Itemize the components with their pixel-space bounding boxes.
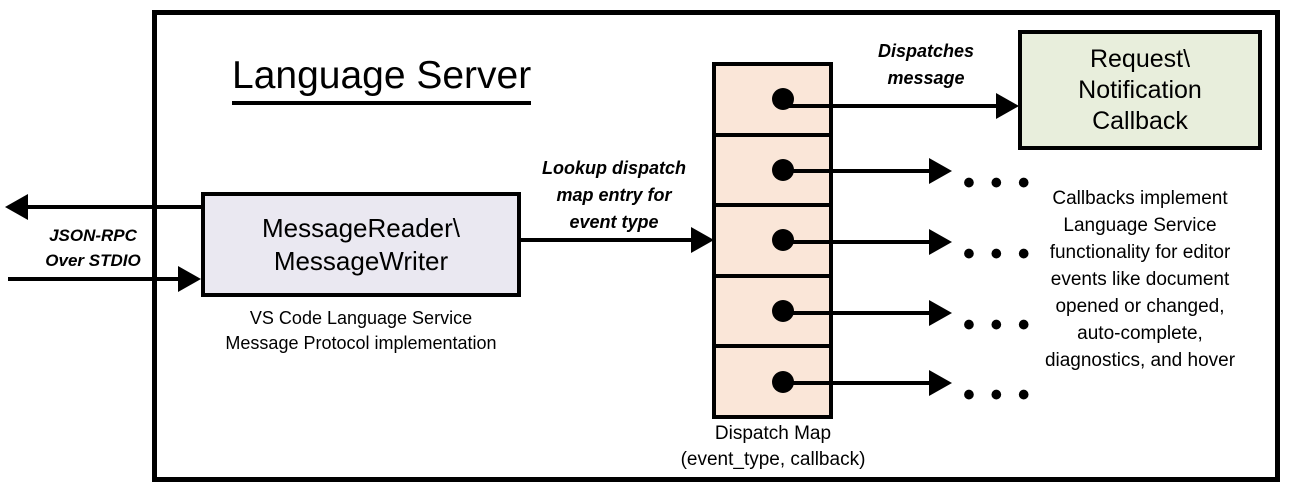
callback-line3: Callback: [1092, 106, 1188, 135]
inbound-arrowhead-icon: [178, 266, 201, 292]
transport-label-line2: Over STDIO: [45, 251, 141, 270]
outbound-line: [28, 205, 204, 209]
table-row[interactable]: [716, 207, 829, 278]
transport-label: JSON-RPC Over STDIO: [18, 223, 168, 273]
dispatch-map-caption: Dispatch Map (event_type, callback): [653, 421, 893, 473]
dispatch-row1-arrowhead-icon: [996, 93, 1019, 119]
dispatch-row3-line: [785, 240, 933, 244]
callback-caption-line: functionality for editor: [1049, 242, 1231, 263]
dispatch-entry-dot-icon: [772, 370, 794, 393]
dispatch-row1-line: [785, 104, 1000, 108]
dispatch-map-caption-line1: Dispatch Map: [714, 423, 832, 444]
dispatch-row3-arrowhead-icon: [929, 229, 952, 255]
outbound-arrowhead-icon: [5, 194, 28, 220]
table-row[interactable]: [716, 278, 829, 349]
lookup-label-line3: event type: [569, 212, 659, 232]
callback-caption: Callbacks implement Language Service fun…: [1008, 185, 1272, 374]
message-reader-writer-line1: MessageReader\: [262, 212, 460, 243]
dispatch-row5-arrowhead-icon: [929, 370, 952, 396]
table-row[interactable]: [716, 348, 829, 415]
message-reader-writer-caption-line2: Message Protocol implementation: [225, 333, 497, 353]
lookup-label-line2: map entry for: [556, 185, 672, 205]
dispatch-label: Dispatches message: [838, 38, 1014, 92]
dispatch-entry-dot-icon: [772, 300, 794, 323]
dispatch-entry-dot-icon: [772, 158, 794, 181]
callback-line1: Request\: [1089, 44, 1191, 73]
message-reader-writer-line2: MessageWriter: [273, 245, 449, 276]
message-reader-writer-caption: VS Code Language Service Message Protoco…: [191, 306, 531, 356]
inbound-line: [8, 277, 180, 281]
dispatch-row5-line: [785, 381, 933, 385]
table-row[interactable]: [716, 66, 829, 137]
transport-label-line1: JSON-RPC: [49, 226, 137, 245]
dispatch-label-line2: message: [887, 68, 965, 88]
callback-caption-line: auto-complete,: [1077, 323, 1203, 344]
dispatch-row4-arrowhead-icon: [929, 300, 952, 326]
lookup-label: Lookup dispatch map entry for event type: [519, 155, 709, 236]
message-reader-writer-box[interactable]: MessageReader\ MessageWriter: [201, 192, 521, 297]
dispatch-map-caption-line2: (event_type, callback): [680, 449, 866, 470]
callback-caption-line: Language Service: [1063, 215, 1217, 236]
callback-line2: Notification: [1078, 75, 1202, 104]
dispatch-row5-ellipsis: • • •: [963, 376, 1033, 414]
message-reader-writer-caption-line1: VS Code Language Service: [249, 308, 473, 328]
callback-caption-line: opened or changed,: [1055, 296, 1225, 317]
dispatch-row2-line: [785, 169, 933, 173]
dispatch-entry-dot-icon: [772, 229, 794, 252]
lookup-label-line1: Lookup dispatch: [542, 158, 686, 178]
request-notification-callback-box[interactable]: Request\ Notification Callback: [1018, 30, 1262, 150]
callback-caption-line: diagnostics, and hover: [1044, 350, 1236, 371]
dispatch-row2-arrowhead-icon: [929, 158, 952, 184]
dispatch-label-line1: Dispatches: [877, 41, 975, 61]
callback-caption-line: Callbacks implement: [1052, 188, 1228, 209]
dispatch-row4-line: [785, 311, 933, 315]
page-title: Language Server: [232, 53, 532, 105]
lookup-arrowhead-icon: [691, 227, 714, 253]
table-row[interactable]: [716, 137, 829, 208]
language-server-boundary: [152, 10, 1280, 482]
lookup-line: [521, 238, 693, 242]
callback-caption-line: events like document: [1050, 269, 1230, 290]
